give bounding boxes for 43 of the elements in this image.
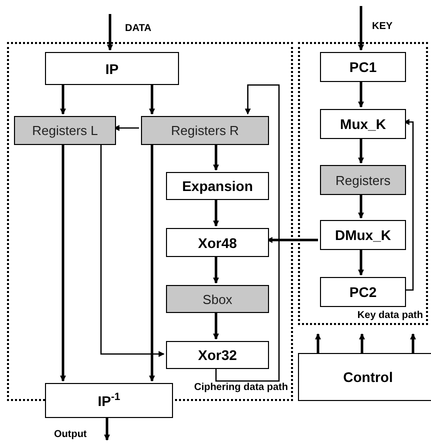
arrow (358, 193, 364, 219)
process-block: PC2 (320, 277, 406, 307)
process-block: DMux_K (320, 220, 406, 250)
arrow (213, 143, 219, 171)
process-block: IP (45, 52, 179, 85)
register-block: Registers L (14, 116, 116, 145)
arrow (358, 137, 364, 164)
process-block: Mux_K (320, 109, 406, 139)
arrow (410, 333, 416, 353)
process-block: Xor32 (166, 341, 269, 369)
process-block: Xor48 (166, 228, 269, 257)
arrow (215, 84, 280, 382)
arrow (358, 80, 364, 108)
signal-label: KEY (372, 22, 393, 32)
arrow (149, 83, 155, 115)
signal-label: DATA (125, 24, 152, 34)
arrow (60, 83, 66, 115)
arrow (315, 333, 321, 353)
arrow (104, 416, 110, 441)
arrow (213, 198, 219, 227)
process-block: IP$^{-1}$ (45, 383, 173, 418)
arrow (100, 143, 165, 357)
arrow (359, 333, 365, 353)
arrow (403, 119, 414, 291)
arrow (113, 125, 139, 131)
process-block: Control (298, 353, 431, 401)
group-title: Key data path (357, 311, 423, 321)
group-title: Ciphering data path (194, 383, 288, 393)
arrow (358, 248, 364, 276)
arrow (60, 143, 66, 382)
register-block: Sbox (166, 285, 269, 313)
arrow (213, 311, 219, 340)
group-frame (298, 42, 428, 325)
arrow (213, 255, 219, 284)
process-block: PC1 (320, 52, 406, 82)
signal-label: Output (54, 430, 87, 440)
arrow (107, 14, 113, 51)
register-block: Registers (320, 165, 406, 195)
register-block: Registers R (141, 116, 269, 145)
arrow (358, 6, 364, 51)
arrow (266, 237, 318, 243)
arrow (149, 143, 155, 382)
process-block: Expansion (166, 172, 269, 200)
